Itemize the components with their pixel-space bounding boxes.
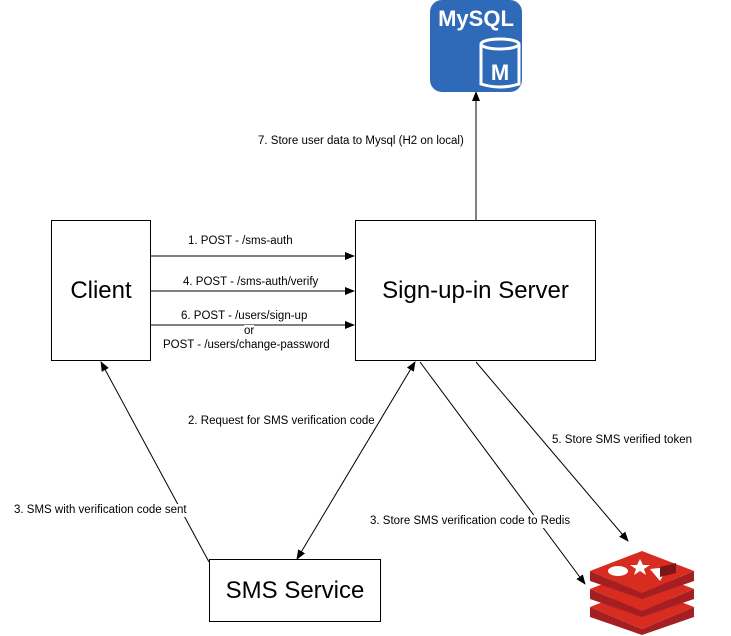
edge-store-redis: [419, 361, 586, 585]
label-store-redis: 3. Store SMS verification code to Redis: [370, 515, 571, 528]
label-store-token: 5. Store SMS verified token: [552, 434, 692, 447]
mysql-badge: M: [491, 60, 509, 85]
client-label: Client: [70, 276, 132, 304]
server-box: Sign-up-in Server: [355, 220, 596, 361]
label-sms-auth: 1. POST - /sms-auth: [188, 235, 293, 248]
label-or: or: [244, 325, 255, 338]
edge-request-code: [296, 361, 416, 560]
mysql-icon: MySQL M: [430, 0, 522, 92]
sms-service-label: SMS Service: [225, 576, 365, 604]
label-verify: 4. POST - /sms-auth/verify: [183, 276, 319, 289]
label-change-password: POST - /users/change-password: [163, 339, 330, 352]
edge-store-token: [475, 361, 629, 542]
label-sms-sent: 3. SMS with verification code sent: [14, 504, 187, 517]
sms-service-box: SMS Service: [209, 559, 381, 622]
server-label: Sign-up-in Server: [382, 276, 569, 304]
client-box: Client: [51, 220, 151, 361]
edge-sms-sent: [100, 361, 210, 563]
mysql-logo-text: MySQL: [438, 6, 514, 31]
label-signup: 6. POST - /users/sign-up: [181, 310, 308, 323]
label-store-mysql: 7. Store user data to Mysql (H2 on local…: [258, 135, 464, 148]
label-request-code: 2. Request for SMS verification code: [188, 415, 375, 428]
redis-icon: [590, 551, 694, 635]
